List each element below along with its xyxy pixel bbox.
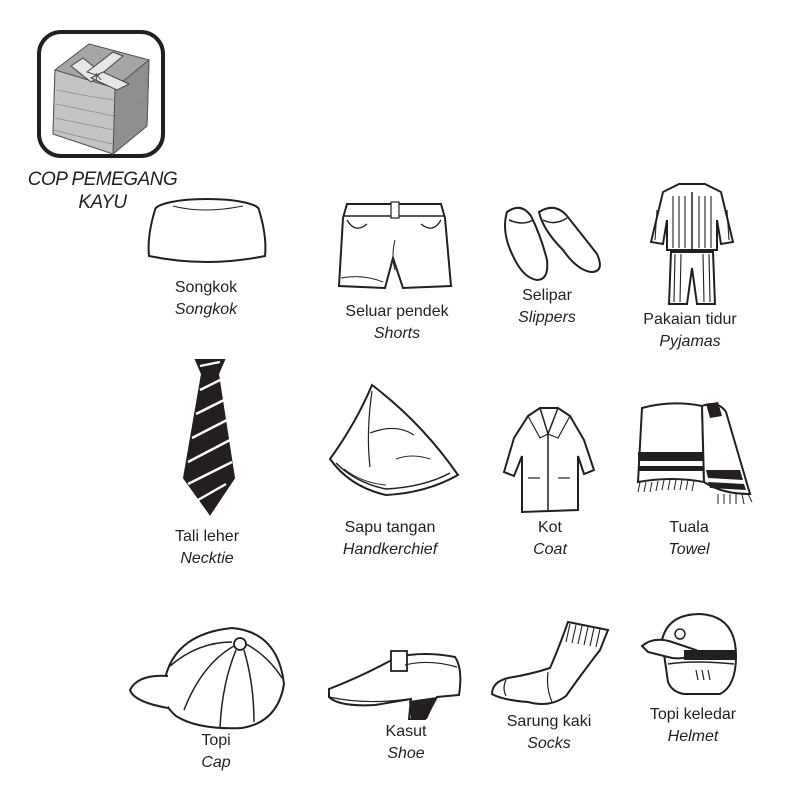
wooden-k-stamp-icon: K (37, 30, 165, 158)
songkok-icon (147, 198, 267, 263)
item-malay-label: Songkok (174, 279, 238, 296)
cap-icon (128, 626, 286, 730)
item-english-label: Slippers (518, 309, 576, 326)
item-malay-label: Topi (201, 732, 231, 749)
item-english-label: Necktie (180, 550, 234, 567)
necktie-icon (182, 359, 236, 516)
item-english-label: Helmet (667, 728, 719, 745)
item-english-label: Shoe (387, 745, 425, 762)
item-english-label: Towel (668, 541, 710, 558)
item-english-label: Coat (533, 541, 567, 558)
item-malay-label: Topi keledar (649, 706, 737, 723)
stamp-caption: COP PEMEGANG KAYU (20, 168, 185, 214)
shoe-icon (328, 650, 462, 720)
item-malay-label: Tuala (669, 519, 709, 536)
pyjamas-icon (649, 183, 735, 305)
item-malay-label: Tali leher (174, 528, 240, 545)
stamp-letter: K (95, 72, 102, 83)
item-english-label: Cap (201, 754, 231, 771)
item-malay-label: Kasut (385, 723, 427, 740)
item-english-label: Socks (527, 735, 571, 752)
item-english-label: Handkerchief (342, 541, 438, 558)
item-malay-label: Seluar pendek (345, 303, 449, 320)
item-english-label: Shorts (373, 325, 421, 342)
socks-icon (490, 620, 610, 705)
stamp-caption-line2: KAYU (78, 192, 127, 213)
slippers-icon (504, 206, 601, 282)
towel-icon (636, 402, 753, 505)
shorts-icon (337, 201, 453, 290)
coat-icon (502, 407, 596, 514)
item-malay-label: Sapu tangan (344, 519, 436, 536)
item-malay-label: Selipar (522, 287, 572, 304)
stamp-caption-line1: COP PEMEGANG (27, 169, 178, 190)
helmet-icon (640, 612, 738, 695)
item-malay-label: Sarung kaki (506, 713, 592, 730)
item-english-label: Pyjamas (659, 333, 721, 350)
item-malay-label: Kot (537, 519, 562, 536)
item-malay-label: Pakaian tidur (643, 311, 737, 328)
item-english-label: Songkok (174, 301, 238, 318)
handkerchief-icon (328, 383, 460, 497)
